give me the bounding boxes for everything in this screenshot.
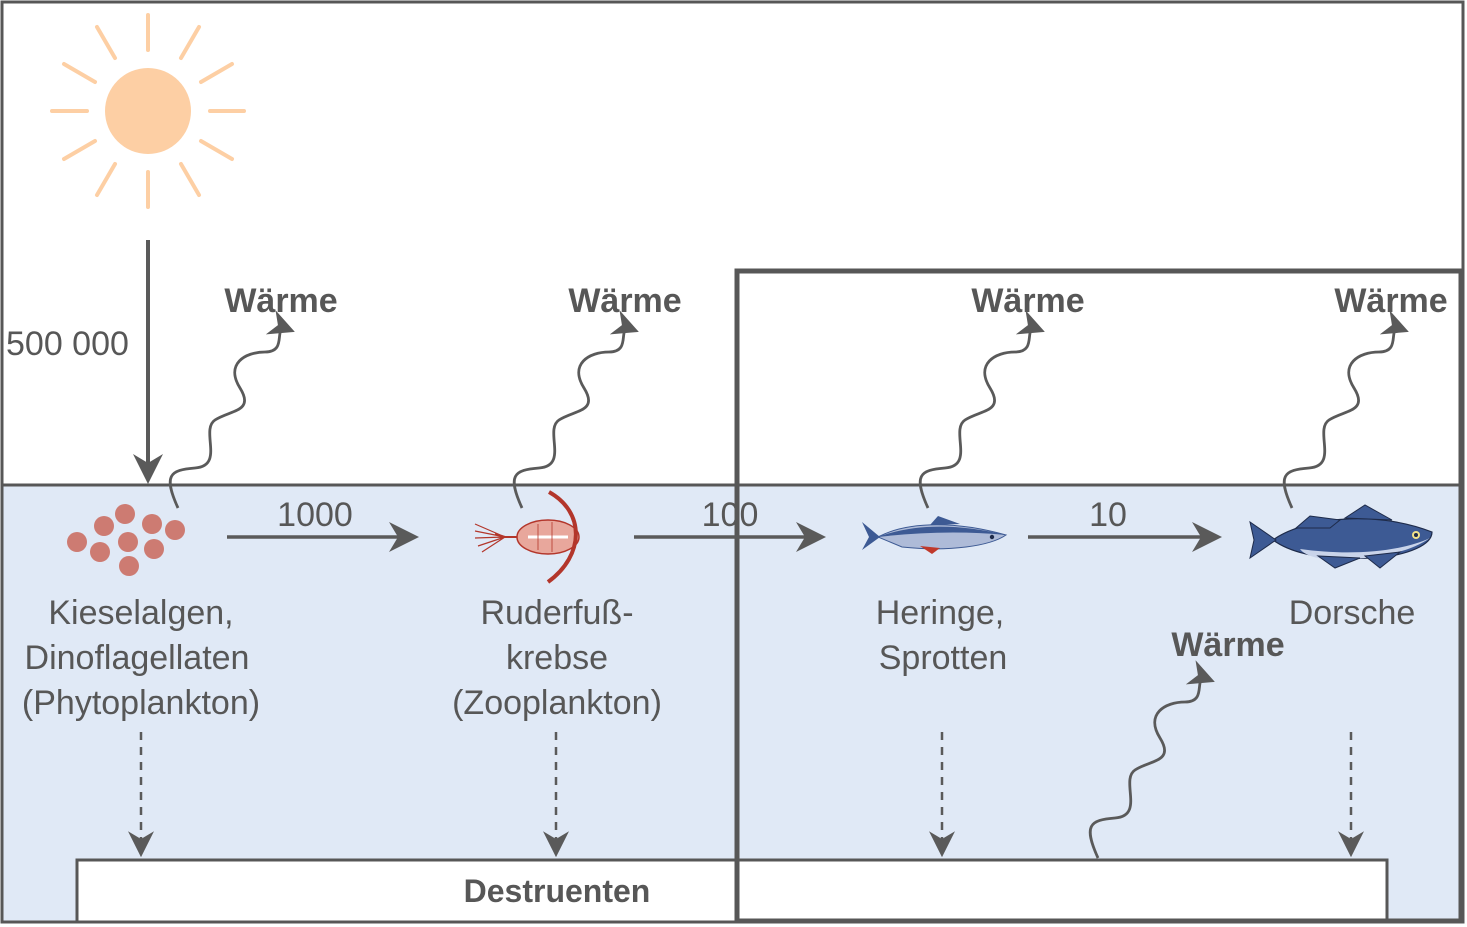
water-region — [2, 485, 1463, 922]
sun-energy-value: 500 000 — [6, 325, 129, 363]
heat-label-cod: Wärme — [1334, 282, 1447, 320]
phytoplankton-label-line3: (Phytoplankton) — [22, 684, 260, 722]
heat-label-decomposers: Wärme — [1171, 626, 1284, 664]
highlight-box — [734, 268, 1464, 924]
zooplankton-label-line2: krebse — [506, 639, 608, 677]
copepod-icon — [474, 490, 580, 584]
algae-cells-icon — [67, 504, 185, 576]
zooplankton-label-line3: (Zooplankton) — [452, 684, 662, 722]
decomposer-label: Destruenten — [464, 873, 651, 909]
heat-wave-phytoplankton — [168, 310, 295, 509]
heat-label-phytoplankton: Wärme — [224, 282, 337, 320]
heat-label-herring: Wärme — [971, 282, 1084, 320]
heat-wave-herring — [918, 310, 1045, 509]
heat-wave-zooplankton — [512, 310, 639, 509]
heat-wave-decomposers — [1088, 660, 1215, 859]
phytoplankton-label-line1: Kieselalgen, — [48, 594, 233, 632]
zooplankton-label-line1: Ruderfuß- — [480, 594, 633, 632]
decomposer-box — [75, 858, 1389, 924]
phytoplankton-label-line2: Dinoflagellaten — [25, 639, 250, 677]
transfer-value-10: 10 — [1089, 496, 1127, 534]
cod-label: Dorsche — [1289, 594, 1416, 632]
herring-icon — [862, 516, 1008, 554]
heat-wave-cod — [1282, 310, 1409, 509]
transfer-value-100: 100 — [702, 496, 759, 534]
herring-label-line1: Heringe, — [876, 594, 1005, 632]
heat-label-zooplankton: Wärme — [568, 282, 681, 320]
sun-icon — [50, 13, 246, 209]
cod-icon — [1249, 504, 1433, 569]
transfer-value-1000: 1000 — [277, 496, 353, 534]
herring-label-line2: Sprotten — [879, 639, 1008, 677]
